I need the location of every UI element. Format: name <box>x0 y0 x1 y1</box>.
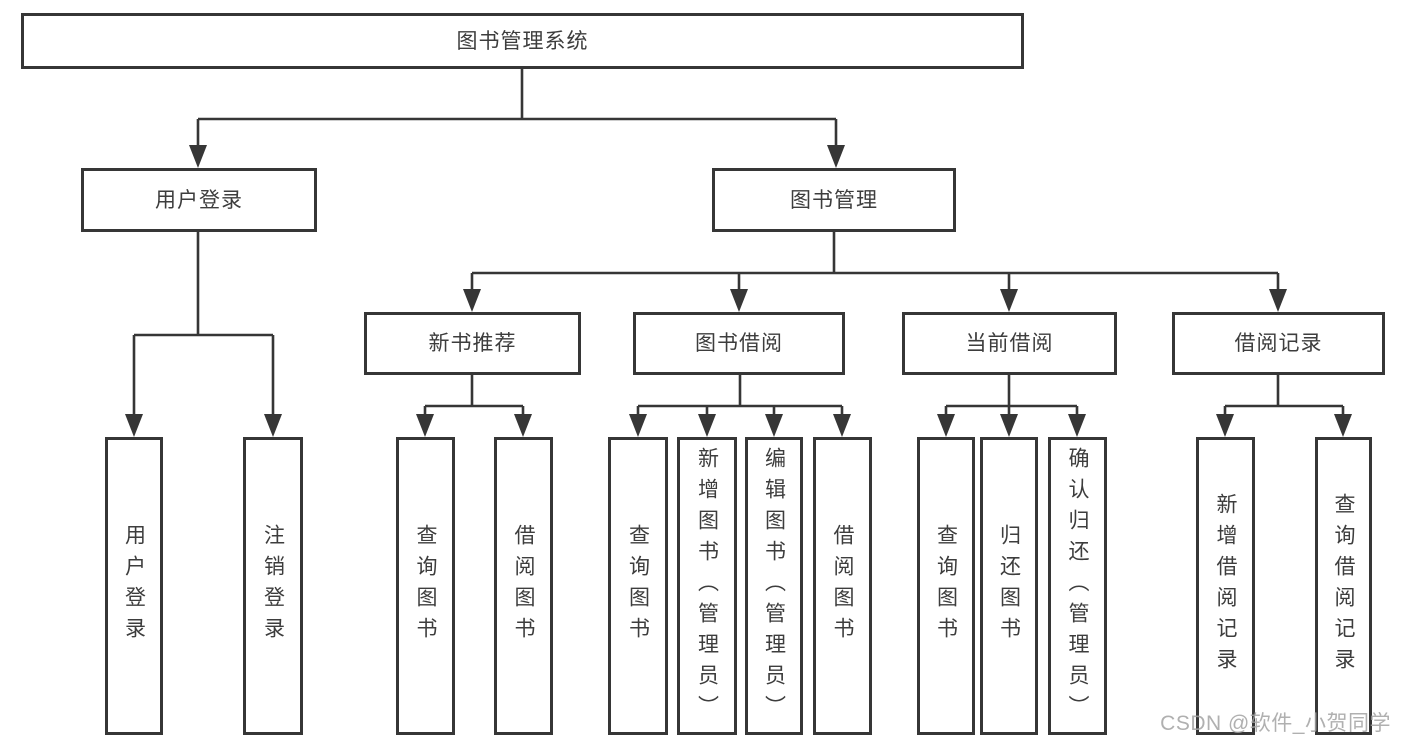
leaf-borrow-books-recommend: 借阅图书 <box>494 437 553 735</box>
leaf-edit-books-admin: 编辑图书（管理员） <box>745 437 803 735</box>
node-root: 图书管理系统 <box>21 13 1024 69</box>
node-borrow-records: 借阅记录 <box>1172 312 1385 375</box>
leaf-borrow-books: 借阅图书 <box>813 437 872 735</box>
leaf-add-borrow-record: 新增借阅记录 <box>1196 437 1255 735</box>
leaf-query-books-recommend: 查询图书 <box>396 437 455 735</box>
node-current-borrow: 当前借阅 <box>902 312 1117 375</box>
node-user-login: 用户登录 <box>81 168 317 232</box>
leaf-query-books-current: 查询图书 <box>917 437 975 735</box>
leaf-return-books: 归还图书 <box>980 437 1038 735</box>
leaf-query-books-borrow: 查询图书 <box>608 437 668 735</box>
edge-user-login-to-leaves <box>125 232 282 437</box>
node-book-borrow: 图书借阅 <box>633 312 845 375</box>
leaf-logout: 注销登录 <box>243 437 303 735</box>
leaf-add-books-admin: 新增图书（管理员） <box>677 437 737 735</box>
edge-book-borrow-to-leaves <box>629 375 851 437</box>
node-book-management: 图书管理 <box>712 168 956 232</box>
leaf-query-borrow-record: 查询借阅记录 <box>1315 437 1372 735</box>
edge-current-borrow-to-leaves <box>937 375 1086 437</box>
node-new-book-recommend: 新书推荐 <box>364 312 581 375</box>
edge-root-to-level2 <box>189 69 845 168</box>
leaf-confirm-return-admin: 确认归还（管理员） <box>1048 437 1107 735</box>
edge-borrow-records-to-leaves <box>1216 375 1352 437</box>
leaf-user-login: 用户登录 <box>105 437 163 735</box>
edge-book-management-to-level3 <box>463 232 1287 312</box>
edge-new-book-to-leaves <box>416 375 532 437</box>
